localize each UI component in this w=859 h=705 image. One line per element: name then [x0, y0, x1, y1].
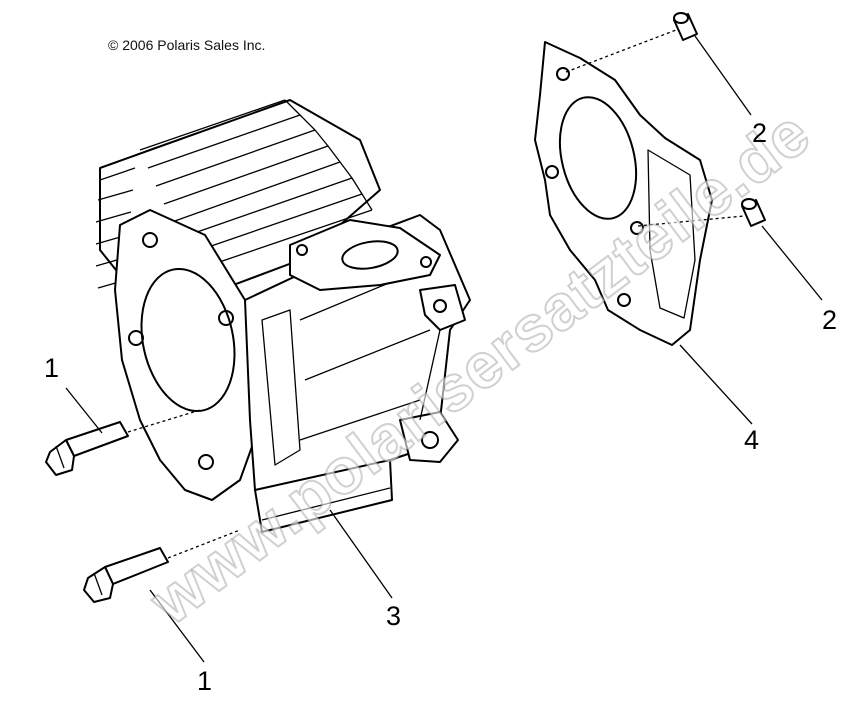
cylinder-assembly — [95, 99, 471, 533]
callout-dowel-top: 2 — [752, 118, 768, 148]
gasket — [534, 41, 713, 346]
callout-bolt-bottom: 1 — [197, 666, 213, 696]
copyright-notice: © 2006 Polaris Sales Inc. — [108, 37, 266, 53]
callout-dowel-bottom: 2 — [822, 305, 838, 335]
callout-cylinder: 3 — [386, 601, 402, 631]
callout-gasket: 4 — [744, 425, 760, 455]
bolt-top — [45, 421, 129, 476]
leader-lines — [65, 29, 823, 663]
dowel-bottom — [741, 198, 766, 227]
dowel-top — [673, 12, 698, 41]
bolt-bottom — [83, 547, 169, 603]
callout-bolt-top: 1 — [44, 353, 60, 383]
